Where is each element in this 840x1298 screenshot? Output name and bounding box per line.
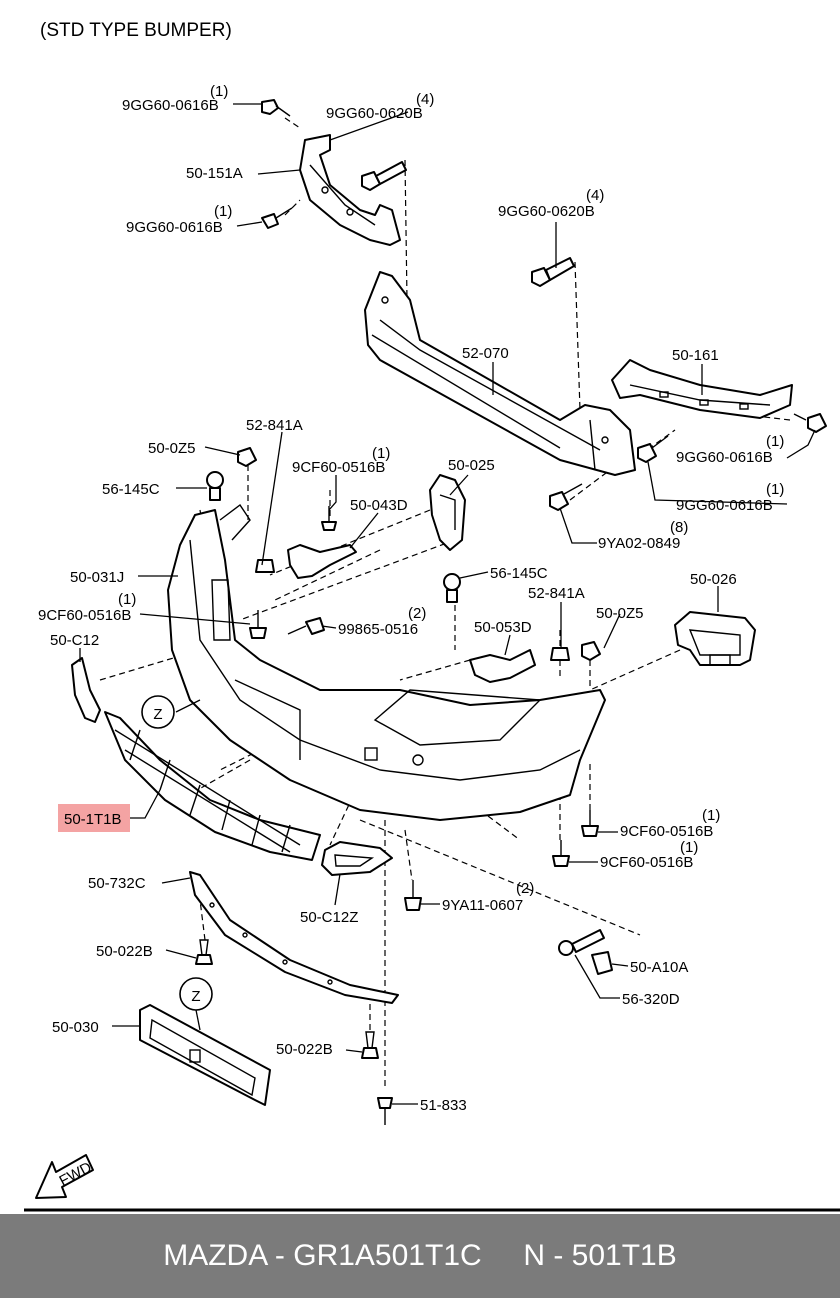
tow-hook-56-320D — [558, 929, 605, 956]
qty-label: (1) — [372, 445, 390, 462]
part-label-50-0Z5[interactable]: 50-0Z5 — [148, 440, 196, 457]
qty-label: (1) — [214, 203, 232, 220]
clip-52-841A-right — [550, 647, 570, 661]
bracket-50-151A — [299, 134, 401, 246]
license-plate-bracket-50-030 — [139, 1004, 271, 1106]
clip-50-022B-a — [195, 939, 213, 965]
strip-50-732C — [189, 871, 399, 1004]
bracket-50-043D — [287, 544, 357, 579]
part-label-9GG60-0616B[interactable]: 9GG60-0616B — [122, 97, 219, 114]
part-label-50-053D[interactable]: 50-053D — [474, 619, 532, 636]
part-label-9GG60-0620B[interactable]: 9GG60-0620B — [326, 105, 423, 122]
part-label-50-030[interactable]: 50-030 — [52, 1019, 99, 1036]
screw-9CF60-0516B-c — [581, 810, 599, 837]
bezel-50-C12 — [71, 657, 101, 723]
bracket-50-053D — [469, 649, 536, 683]
clip-50-0Z5-left — [237, 447, 257, 467]
clip-50-022B-b — [361, 1031, 379, 1059]
clip-56-145C-center — [443, 573, 461, 603]
leader-lines — [79, 103, 816, 1105]
footer-part-number: MAZDA - GR1A501T1C N - 501T1B — [163, 1239, 677, 1272]
qty-label: (1) — [118, 591, 136, 608]
bolt-9GG60-0616B-top — [261, 99, 291, 117]
qty-label: (2) — [516, 880, 534, 897]
z-marker-lower-label: Z — [191, 988, 200, 1005]
part-label-50-026[interactable]: 50-026 — [690, 571, 737, 588]
part-label-9YA02-0849[interactable]: 9YA02-0849 — [598, 535, 680, 552]
screw-9YA11-0607 — [404, 880, 422, 911]
part-label-51-833[interactable]: 51-833 — [420, 1097, 467, 1114]
part-label-50-151A[interactable]: 50-151A — [186, 165, 243, 182]
bumper-exploded-diagram: (STD TYPE BUMPER) — [24, 20, 840, 1212]
qty-label: (8) — [670, 519, 688, 536]
reinforcement-52-070 — [364, 271, 636, 476]
diagram-title: (STD TYPE BUMPER) — [40, 20, 232, 41]
part-label-50-C12Z[interactable]: 50-C12Z — [300, 909, 358, 926]
bolt-9GG60-0616B-right-b — [637, 435, 669, 463]
qty-label: (4) — [586, 187, 604, 204]
part-label-50-1T1B[interactable]: 50-1T1B — [64, 811, 122, 828]
part-label-50-0Z5[interactable]: 50-0Z5 — [596, 605, 644, 622]
clip-50-0Z5-right — [581, 641, 601, 661]
part-label-50-025[interactable]: 50-025 — [448, 457, 495, 474]
part-label-9CF60-0516B[interactable]: 9CF60-0516B — [38, 607, 131, 624]
z-marker-lower[interactable]: Z — [179, 977, 213, 1011]
part-label-50-161[interactable]: 50-161 — [672, 347, 719, 364]
qty-label: (1) — [680, 839, 698, 856]
part-label-52-070[interactable]: 52-070 — [462, 345, 509, 362]
part-label-9YA11-0607[interactable]: 9YA11-0607 — [442, 897, 523, 914]
forward-arrow-icon: FWD — [35, 1154, 95, 1199]
bolt-9GG60-0616B-mid — [261, 207, 293, 229]
z-marker-upper[interactable]: Z — [141, 695, 175, 729]
qty-label: (2) — [408, 605, 426, 622]
screw-99865-0516 — [287, 617, 325, 635]
part-label-9CF60-0516B[interactable]: 9CF60-0516B — [600, 854, 693, 871]
part-label-50-C12[interactable]: 50-C12 — [50, 632, 99, 649]
part-label-50-043D[interactable]: 50-043D — [350, 497, 408, 514]
bolt-9GG60-0616B-right-a — [793, 413, 827, 433]
housing-50-026 — [674, 611, 756, 666]
screw-9CF60-0516B-b — [249, 610, 267, 639]
qty-label: (1) — [210, 83, 228, 100]
qty-label: (1) — [766, 481, 784, 498]
highlight-box — [58, 804, 130, 832]
footer-bar: MAZDA - GR1A501T1C N - 501T1B — [0, 1214, 840, 1298]
qty-label: (1) — [702, 807, 720, 824]
rivet-51-833 — [377, 1097, 393, 1125]
part-label-52-841A[interactable]: 52-841A — [246, 417, 303, 434]
part-label-50-031J[interactable]: 50-031J — [70, 569, 124, 586]
clip-52-841A-left — [255, 559, 275, 573]
part-label-50-022B[interactable]: 50-022B — [276, 1041, 333, 1058]
part-label-99865-0516[interactable]: 99865-0516 — [338, 621, 418, 638]
screw-9YA02-0849 — [549, 483, 583, 511]
qty-label: (1) — [766, 433, 784, 450]
cap-50-A10A — [591, 951, 613, 975]
part-label-56-145C[interactable]: 56-145C — [102, 481, 160, 498]
screw-9CF60-0516B-d — [552, 840, 570, 867]
part-label-9CF60-0516B[interactable]: 9CF60-0516B — [620, 823, 713, 840]
part-label-9GG60-0616B[interactable]: 9GG60-0616B — [126, 219, 223, 236]
bezel-50-C12Z — [321, 841, 393, 876]
part-labels: (1) 9GG60-0616B (4) 9GG60-0620B 50-151A … — [38, 83, 784, 1114]
part-label-50-732C[interactable]: 50-732C — [88, 875, 146, 892]
part-label-9GG60-0620B[interactable]: 9GG60-0620B — [498, 203, 595, 220]
screw-9CF60-0516B-a — [321, 506, 337, 531]
part-label-56-145C[interactable]: 56-145C — [490, 565, 548, 582]
clip-56-145C-left — [206, 471, 224, 501]
part-label-50-A10A[interactable]: 50-A10A — [630, 959, 688, 976]
part-label-50-022B[interactable]: 50-022B — [96, 943, 153, 960]
bolt-9GG60-0620B-b — [531, 257, 575, 287]
z-marker-upper-label: Z — [153, 706, 162, 723]
part-label-9CF60-0516B[interactable]: 9CF60-0516B — [292, 459, 385, 476]
bolt-9GG60-0620B-a — [361, 161, 407, 191]
part-label-56-320D[interactable]: 56-320D — [622, 991, 680, 1008]
part-label-52-841A[interactable]: 52-841A — [528, 585, 585, 602]
part-label-9GG60-0616B[interactable]: 9GG60-0616B — [676, 497, 773, 514]
bracket-50-025 — [429, 474, 466, 551]
part-label-9GG60-0616B[interactable]: 9GG60-0616B — [676, 449, 773, 466]
bumper-fascia-50-031J — [167, 503, 606, 821]
qty-label: (4) — [416, 91, 434, 108]
